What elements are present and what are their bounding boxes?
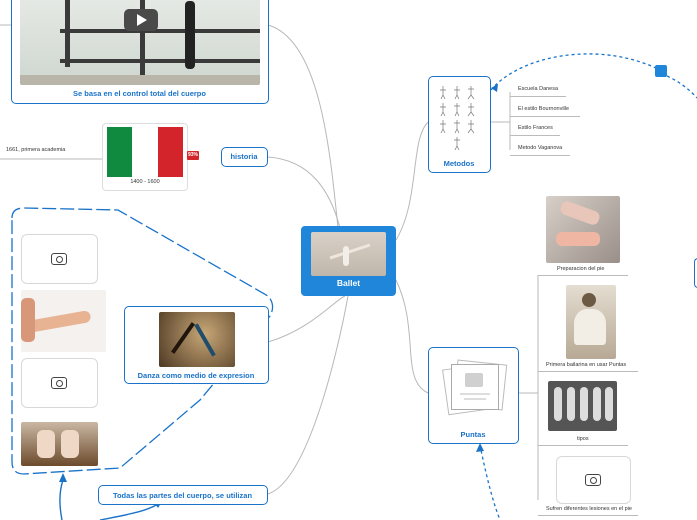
puntas-label: Puntas bbox=[460, 430, 486, 439]
italy-flag-card[interactable]: 1400 - 1600 bbox=[102, 123, 188, 191]
pointe-preparation-photo[interactable] bbox=[546, 196, 620, 263]
camera-icon bbox=[51, 253, 67, 265]
flag-caption: 1400 - 1600 bbox=[130, 179, 160, 185]
percent-badge: 93% bbox=[187, 151, 199, 160]
danza-node[interactable]: Danza como medio de expresion bbox=[124, 306, 269, 384]
central-topic-node[interactable]: Ballet bbox=[301, 226, 396, 296]
todas-label: Todas las partes del cuerpo, se utilizan bbox=[112, 491, 253, 500]
ballet-positions-diagram bbox=[437, 83, 483, 151]
edge-node-stub bbox=[694, 258, 697, 288]
camera-icon bbox=[585, 474, 601, 486]
todas-node[interactable]: Todas las partes del cuerpo, se utilizan bbox=[98, 485, 268, 505]
gallery-photo-placeholder-2[interactable] bbox=[21, 358, 98, 408]
metodos-label: Metodos bbox=[443, 159, 475, 168]
puntas-item-3: tipos bbox=[577, 436, 589, 442]
metodo-item-4[interactable]: Metodo Vaganova bbox=[518, 145, 563, 151]
puntas-node[interactable]: Puntas bbox=[428, 347, 519, 444]
central-label: Ballet bbox=[336, 278, 361, 288]
play-icon[interactable] bbox=[124, 9, 158, 31]
metodo-item-3[interactable]: Estilo Frances bbox=[518, 125, 553, 131]
historia-node[interactable]: historia bbox=[221, 147, 268, 167]
historia-label: historia bbox=[230, 152, 258, 161]
first-ballerina-photo[interactable] bbox=[566, 285, 616, 359]
pointe-types-photo[interactable] bbox=[548, 381, 617, 431]
puntas-item-2: Primera bailarina en usar Puntas bbox=[546, 362, 627, 368]
metodo-item-1[interactable]: Escuela Danesa bbox=[518, 86, 559, 92]
video-topic-caption: Se basa en el control total del cuerpo bbox=[73, 89, 206, 98]
italy-flag-image bbox=[107, 127, 183, 177]
ballet-arm-photo[interactable] bbox=[21, 290, 106, 352]
central-ballerina-photo[interactable] bbox=[311, 232, 386, 276]
image-stack-icon bbox=[442, 359, 508, 416]
camera-icon bbox=[51, 377, 67, 389]
video-topic-node[interactable]: Se basa en el control total del cuerpo bbox=[11, 0, 269, 104]
metodo-item-2[interactable]: El estilo Bournonville bbox=[518, 106, 570, 112]
puntas-item-4: Sufren diferentes lesiones en el pie bbox=[546, 506, 632, 512]
lesiones-photo-placeholder[interactable] bbox=[556, 456, 631, 504]
floating-topic-marker[interactable] bbox=[655, 65, 667, 77]
dancers-photo[interactable] bbox=[159, 312, 235, 367]
ballet-feet-photo[interactable] bbox=[21, 422, 98, 466]
danza-label: Danza como medio de expresion bbox=[137, 371, 255, 380]
puntas-item-1: Preparacion del pie bbox=[557, 266, 605, 272]
metodos-node[interactable]: Metodos bbox=[428, 76, 491, 173]
ballet-video-thumbnail[interactable] bbox=[20, 0, 260, 85]
historia-side-note: 1661, primera academia bbox=[6, 147, 66, 153]
gallery-photo-placeholder-1[interactable] bbox=[21, 234, 98, 284]
